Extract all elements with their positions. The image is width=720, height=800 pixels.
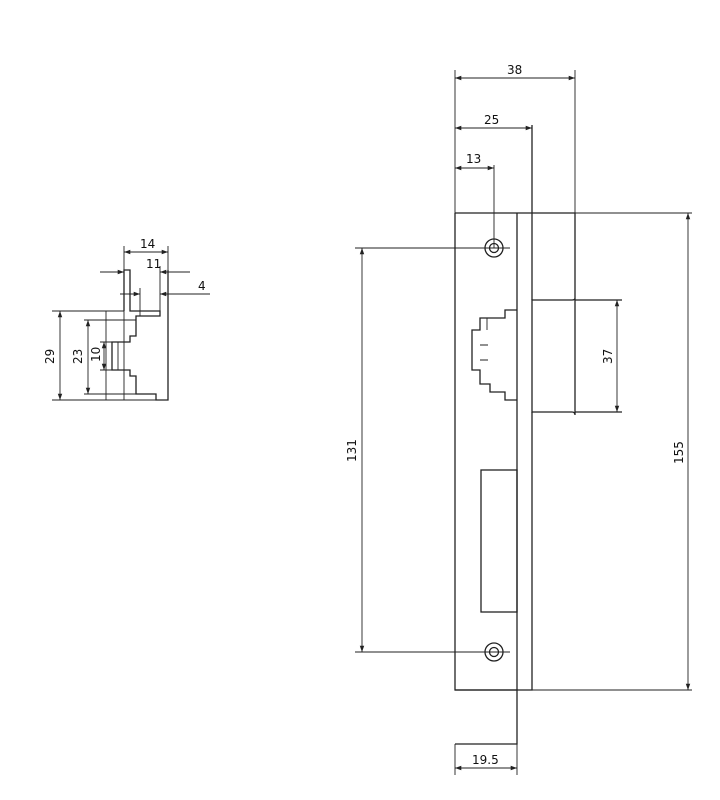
- plate-face: [455, 212, 576, 416]
- profile-outline: [111, 269, 169, 401]
- bolt-slot: [480, 469, 518, 613]
- dim-131-label: 131: [345, 439, 359, 462]
- dim-4-label: 4: [198, 279, 206, 293]
- latch-opening: [471, 309, 517, 401]
- dim-11-label: 11: [146, 257, 161, 271]
- dim-29-label: 29: [43, 349, 57, 364]
- dim-14-label: 14: [140, 237, 155, 251]
- dim-37-label: 37: [601, 349, 615, 364]
- dim-25-label: 25: [484, 113, 499, 127]
- strike-plate: 38 25 13 37 131 155 19.5: [345, 63, 692, 775]
- profile-inner-lines: [105, 310, 156, 401]
- dim-155-label: 155: [672, 441, 686, 464]
- plate-outline: [454, 213, 518, 745]
- profile-section: 14 11 4 29 23 10: [43, 237, 210, 401]
- plate-lip: [455, 125, 533, 691]
- dim-23-label: 23: [71, 349, 85, 364]
- dim-13-label: 13: [466, 152, 481, 166]
- plate-top-edge: [455, 212, 692, 691]
- dim-38-label: 38: [507, 63, 522, 77]
- dim-19-5-label: 19.5: [472, 753, 499, 767]
- dim-10-label: 10: [89, 347, 103, 362]
